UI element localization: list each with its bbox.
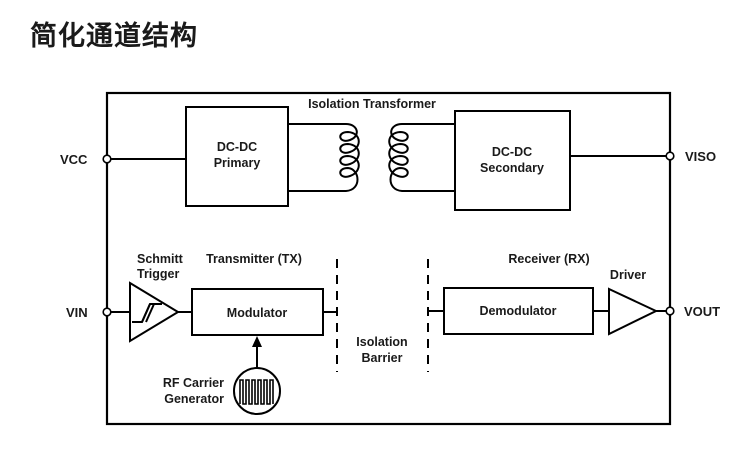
pin-vin-label: VIN [66,305,88,320]
barrier-label-line1: Isolation [356,335,407,349]
dcdc-secondary-block [454,110,571,211]
page-title: 简化通道结构 [30,21,198,52]
dcdc-primary-line1: DC-DC [217,140,257,154]
pin-vcc-terminal [102,154,112,164]
rf-label-line2: Generator [164,392,224,406]
barrier-label-line2: Barrier [362,351,403,365]
rf-label-line1: RF Carrier [163,376,224,390]
dcdc-primary-line2: Primary [214,156,261,170]
pin-vin-terminal [102,307,112,317]
pin-viso-terminal [665,151,675,161]
rf-carrier-square-wave-icon [233,367,281,415]
secondary-coil-icon [388,123,455,192]
dcdc-secondary-line1: DC-DC [492,145,532,159]
modulator-block [191,288,324,336]
pin-viso-label: VISO [685,149,716,164]
primary-coil-icon [288,123,360,192]
pin-vout-terminal [665,306,675,316]
dcdc-secondary-line2: Secondary [480,161,544,175]
driver-buffer-icon [608,287,659,336]
arrow-up-icon [252,336,262,347]
rx-section-label: Receiver (RX) [508,252,589,266]
schmitt-label-line2: Trigger [137,267,180,281]
dcdc-primary-block [185,106,289,207]
pin-vout-label: VOUT [684,304,720,319]
demodulator-label: Demodulator [479,304,556,318]
driver-label: Driver [610,268,646,282]
transformer-label: Isolation Transformer [308,97,436,111]
schmitt-label-line1: Schmitt [137,252,184,266]
pin-vcc-label: VCC [60,152,88,167]
modulator-label: Modulator [227,306,288,320]
package-outline [105,91,672,426]
demodulator-block [443,287,594,335]
tx-section-label: Transmitter (TX) [206,252,302,266]
schmitt-trigger-icon [129,281,180,343]
